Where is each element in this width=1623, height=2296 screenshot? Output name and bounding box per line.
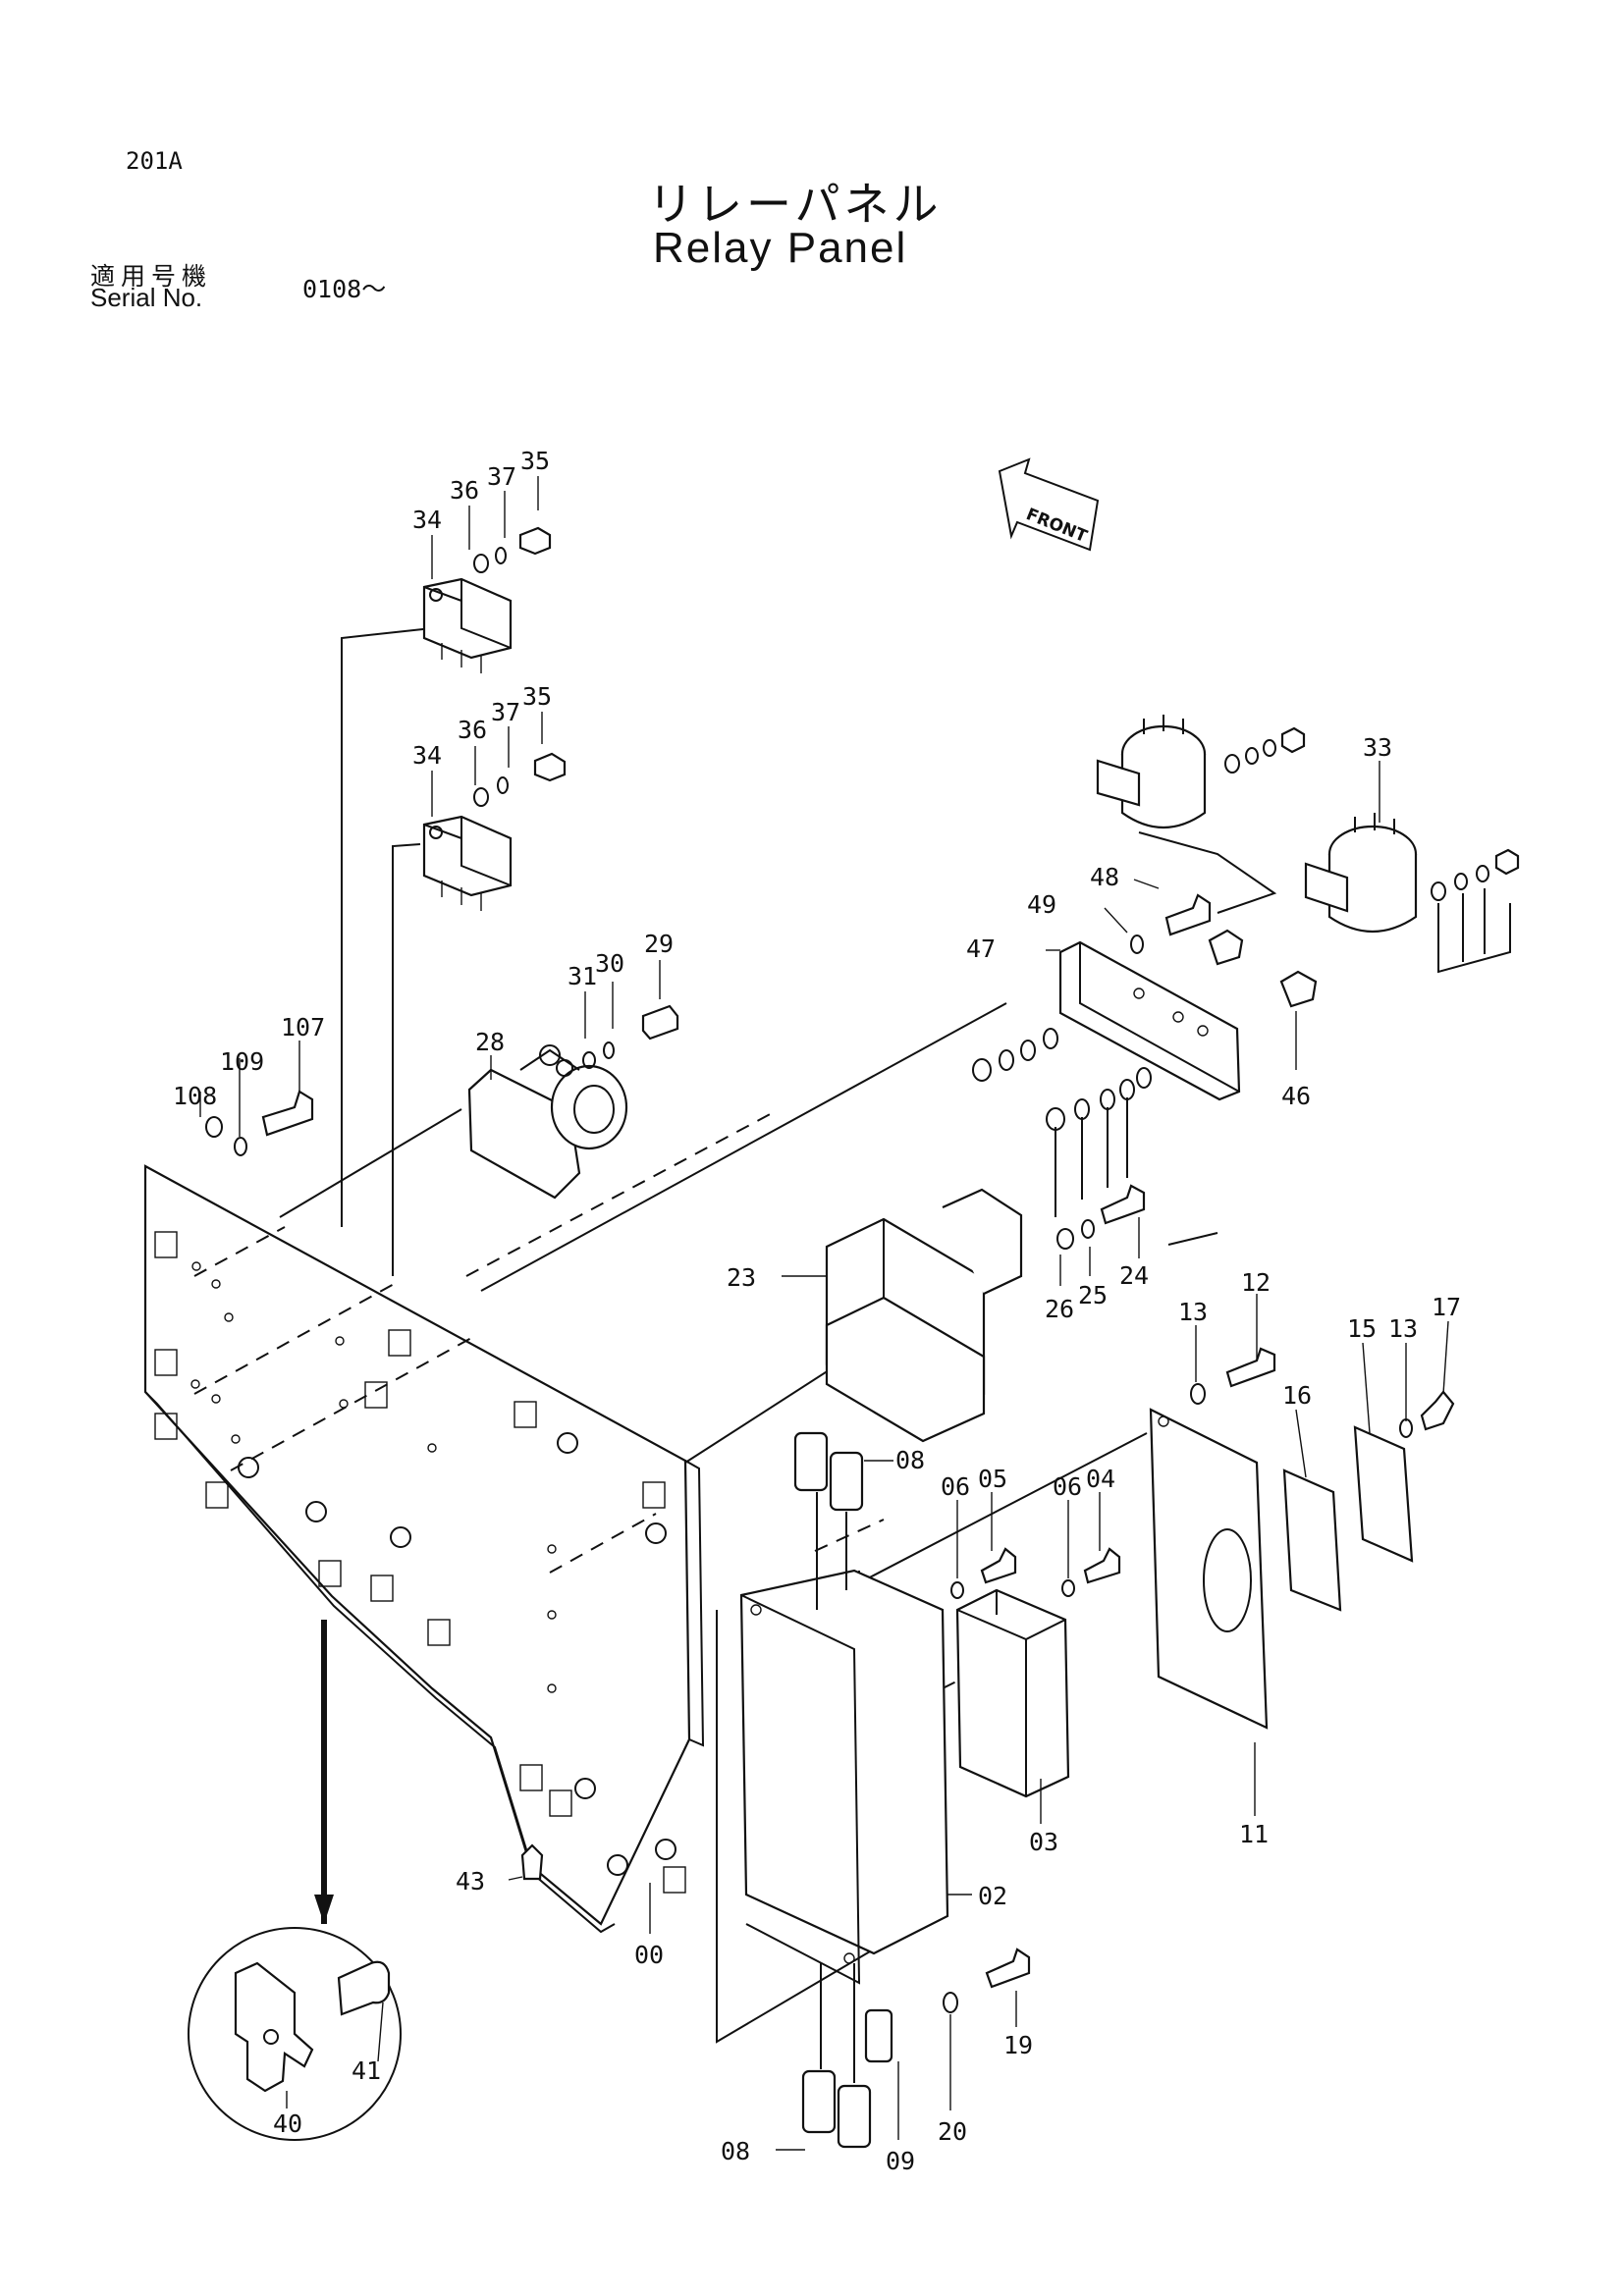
part-callout-48: 48 [1090, 863, 1119, 891]
part-callout-19: 19 [1003, 2031, 1033, 2059]
relay-33-lower [1304, 813, 1418, 933]
part-callout-24: 24 [1119, 1261, 1149, 1290]
part-callout-37: 37 [491, 698, 520, 726]
part-callout-34: 34 [412, 506, 442, 534]
page-code: 201A [126, 147, 183, 175]
cover-plate-11 [1149, 1408, 1269, 1730]
serial-label-english: Serial No. [90, 283, 203, 312]
part-callout-43: 43 [456, 1867, 485, 1896]
part-callout-08: 08 [895, 1446, 925, 1474]
part-callout-13: 13 [1178, 1298, 1208, 1326]
diagram-title-english: Relay Panel [653, 224, 908, 272]
insulator-block-23 [825, 1188, 1023, 1443]
part-callout-47: 47 [966, 934, 996, 963]
part-callout-28: 28 [475, 1028, 505, 1056]
front-direction-arrow: FRONT [998, 457, 1100, 552]
part-callout-31: 31 [568, 962, 597, 990]
connector-08-lower [801, 2069, 872, 2149]
part-callout-49: 49 [1027, 890, 1056, 919]
part-callout-29: 29 [644, 930, 674, 958]
part-callout-15: 15 [1347, 1314, 1377, 1343]
part-callout-02: 02 [978, 1882, 1007, 1910]
serial-label-japanese: 適用号機 [90, 262, 213, 291]
part-callout-35: 35 [520, 447, 550, 475]
gasket-16 [1282, 1468, 1342, 1612]
breaker-03 [955, 1588, 1070, 1798]
part-callout-30: 30 [595, 949, 624, 978]
part-callout-108: 108 [173, 1082, 217, 1110]
part-callout-107: 107 [281, 1013, 325, 1041]
part-callout-17: 17 [1432, 1293, 1461, 1321]
part-callout-08: 08 [721, 2137, 750, 2165]
detail-view-circle [188, 1927, 402, 2141]
connector-08-upper [793, 1431, 864, 1512]
front-label: FRONT [1023, 505, 1090, 547]
part-callout-36: 36 [458, 716, 487, 744]
part-callout-05: 05 [978, 1465, 1007, 1493]
part-callout-11: 11 [1239, 1820, 1269, 1848]
connector-09 [864, 2008, 893, 2063]
part-callout-16: 16 [1282, 1381, 1312, 1410]
part-callout-00: 00 [634, 1941, 664, 1969]
part-callout-23: 23 [727, 1263, 756, 1292]
part-callout-06: 06 [941, 1472, 970, 1501]
gasket-15 [1353, 1425, 1414, 1563]
relay-28 [467, 1044, 628, 1200]
bracket-47 [1058, 940, 1241, 1101]
part-callout-13: 13 [1388, 1314, 1418, 1343]
part-callout-40: 40 [273, 2109, 302, 2138]
part-callout-06: 06 [1053, 1472, 1082, 1501]
part-callout-09: 09 [886, 2147, 915, 2175]
part-callout-41: 41 [352, 2056, 381, 2085]
part-callout-46: 46 [1281, 1082, 1311, 1110]
part-callout-25: 25 [1078, 1281, 1108, 1309]
part-callout-03: 03 [1029, 1828, 1058, 1856]
serial-number-value: 0108～ [302, 275, 387, 303]
relay-34-upper [422, 577, 513, 673]
part-callout-36: 36 [450, 476, 479, 505]
part-callout-20: 20 [938, 2117, 967, 2146]
part-callout-37: 37 [487, 462, 516, 491]
part-callout-12: 12 [1241, 1268, 1271, 1297]
part-callout-04: 04 [1086, 1465, 1115, 1493]
part-callout-26: 26 [1045, 1295, 1074, 1323]
part-callout-109: 109 [220, 1047, 264, 1076]
part-callout-34: 34 [412, 741, 442, 770]
main-relay-panel [143, 1164, 705, 1934]
relay-33-upper [1096, 715, 1207, 829]
relay-34-lower [422, 815, 513, 911]
part-callout-35: 35 [522, 682, 552, 711]
enclosure-02 [739, 1569, 949, 1985]
diagram-title-japanese: リレーパネル [648, 178, 943, 231]
part-callout-33: 33 [1363, 733, 1392, 762]
